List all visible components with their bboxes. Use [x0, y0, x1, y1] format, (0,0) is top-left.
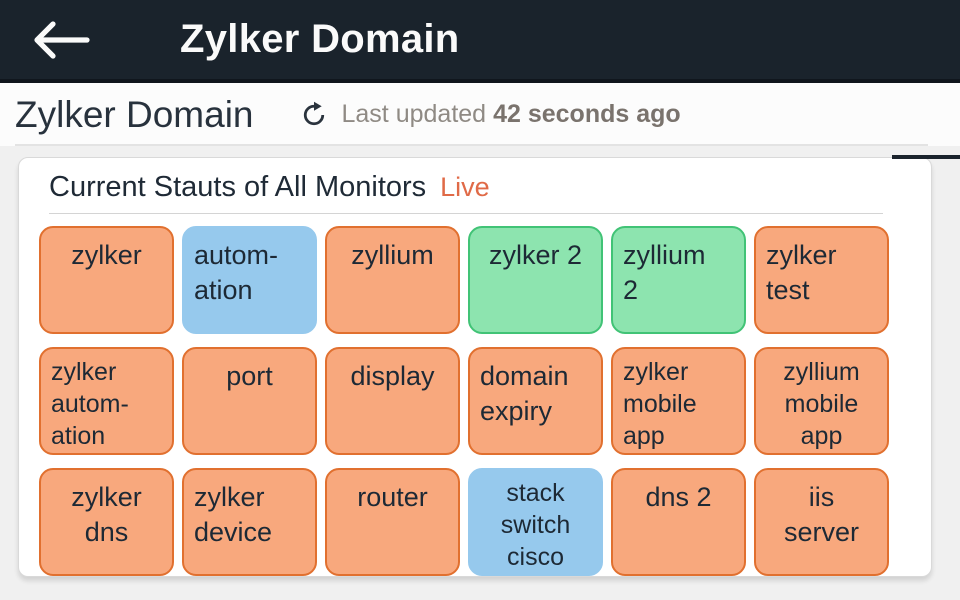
monitor-tile-zylker-device[interactable]: zylker device — [182, 468, 317, 576]
monitor-label-line: dns — [84, 517, 129, 547]
monitor-tile-zyllium-mobile-app[interactable]: zyllium mobile app — [754, 347, 889, 455]
monitor-label-line: expiry — [480, 396, 553, 426]
monitor-label-line: zylker — [623, 358, 689, 386]
monitor-label-line: zylker — [766, 240, 837, 270]
app-bar: Zylker Domain — [0, 0, 960, 83]
monitor-label-line: zylker 2 — [488, 240, 583, 270]
monitor-label-line: test — [766, 275, 810, 305]
monitor-label-line: router — [357, 482, 428, 512]
monitor-tile-domain-expiry[interactable]: domain expiry — [468, 347, 603, 455]
monitor-label-line: app — [800, 422, 843, 450]
panel-title: Current Stauts of All Monitors — [49, 171, 427, 203]
back-button[interactable] — [30, 14, 94, 66]
monitor-label-line: ation — [51, 422, 106, 450]
monitor-label-line: zylker — [71, 482, 142, 512]
monitor-label-line: zylker — [51, 358, 117, 386]
back-arrow-icon — [34, 20, 90, 59]
monitor-tile-zyllium[interactable]: zyllium — [325, 226, 460, 334]
monitor-label-line: autom- — [194, 240, 279, 270]
monitor-label-line: zylker — [194, 482, 265, 512]
monitors-panel: Current Stauts of All Monitors Live zylk… — [18, 157, 932, 577]
monitor-tile-router[interactable]: router — [325, 468, 460, 576]
monitor-tile-zyllium-2[interactable]: zyllium 2 — [611, 226, 746, 334]
monitor-tile-zylker-dns[interactable]: zylker dns — [39, 468, 174, 576]
monitor-tile-zylker-mobile-app[interactable]: zylker mobile app — [611, 347, 746, 455]
monitor-tile-automation[interactable]: autom-ation — [182, 226, 317, 334]
monitor-tile-zylker-2[interactable]: zylker 2 — [468, 226, 603, 334]
app-bar-title: Zylker Domain — [180, 17, 460, 61]
monitor-grid: zylker autom-ation zyllium zylker 2 zyllium 2… — [39, 226, 889, 576]
monitor-label-line: cisco — [507, 543, 564, 571]
monitor-label-line: iis — [808, 482, 835, 512]
monitor-label-line: mobile — [623, 390, 697, 418]
monitor-tile-zylker-test[interactable]: zylker test — [754, 226, 889, 334]
monitor-label-line: mobile — [784, 390, 859, 418]
monitor-tile-display[interactable]: display — [325, 347, 460, 455]
panel-header: Current Stauts of All Monitors Live — [19, 158, 931, 204]
monitor-label-line: zyllium — [783, 358, 860, 386]
monitor-label-line: server — [783, 517, 859, 547]
monitor-label-line: ation — [194, 275, 253, 305]
monitor-label-line: zylker — [71, 240, 142, 270]
monitor-label-line: device — [194, 517, 273, 547]
monitor-label-line: display — [350, 361, 435, 391]
monitor-label-line: port — [226, 361, 273, 391]
scrollbar-fragment — [892, 155, 960, 159]
refresh-icon — [303, 101, 324, 125]
monitor-label-line: dns 2 — [645, 482, 712, 512]
monitor-label-line: switch — [500, 511, 571, 539]
monitor-label-line: app — [623, 422, 665, 450]
monitor-label-line: domain — [480, 361, 569, 391]
monitor-tile-port[interactable]: port — [182, 347, 317, 455]
monitor-label-line: stack — [506, 479, 565, 507]
monitor-tile-zylker[interactable]: zylker — [39, 226, 174, 334]
header-divider — [15, 144, 928, 146]
monitor-tile-dns-2[interactable]: dns 2 — [611, 468, 746, 576]
monitor-tile-stack-switch-cisco[interactable]: stack switch cisco — [468, 468, 603, 576]
last-updated-prefix: Last updated — [341, 100, 487, 128]
monitor-tile-iis-server[interactable]: iis server — [754, 468, 889, 576]
refresh-button[interactable] — [300, 101, 328, 129]
monitor-tile-zylker-automation[interactable]: zylker autom-ation — [39, 347, 174, 455]
panel-divider — [49, 213, 883, 214]
monitor-label-line: zyllium — [351, 240, 434, 270]
monitor-label-line: 2 — [623, 275, 639, 305]
live-badge: Live — [440, 172, 490, 202]
monitor-label-line: zyllium — [623, 240, 706, 270]
page-title: Zylker Domain — [15, 93, 254, 135]
monitor-label-line: autom- — [51, 390, 129, 418]
last-updated-value: 42 seconds ago — [493, 100, 681, 128]
